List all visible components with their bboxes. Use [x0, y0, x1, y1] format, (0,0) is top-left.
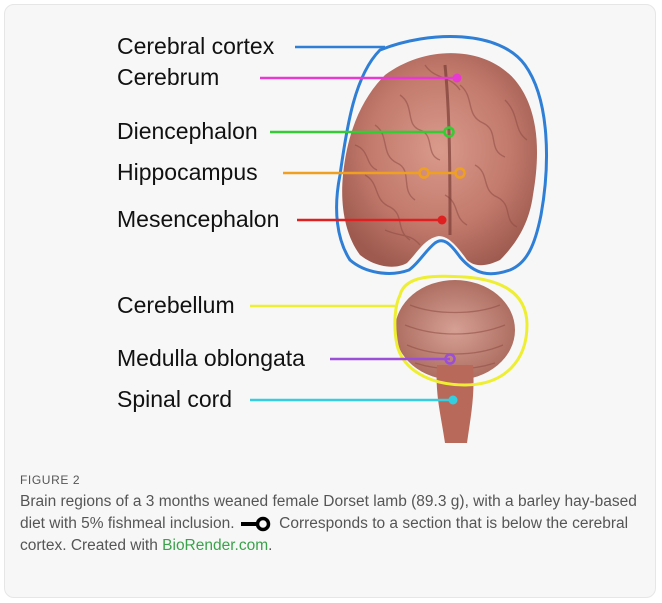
- caption-trailing: .: [268, 537, 272, 554]
- figure-caption: Brain regions of a 3 months weaned femal…: [20, 491, 640, 557]
- open-circle-key-icon: [241, 516, 271, 532]
- label-mesencephalon: Mesencephalon: [117, 208, 279, 231]
- spinal-cord-shape: [437, 365, 474, 443]
- label-hippocampus: Hippocampus: [117, 161, 258, 184]
- brain-figure: [5, 5, 655, 465]
- figure-card: Cerebral cortex Cerebrum Diencephalon Hi…: [4, 4, 656, 598]
- label-cerebellum: Cerebellum: [117, 294, 235, 317]
- label-medulla-oblongata: Medulla oblongata: [117, 347, 305, 370]
- label-cerebral-cortex: Cerebral cortex: [117, 35, 274, 58]
- figure-number: FIGURE 2: [20, 473, 80, 487]
- biorender-link[interactable]: BioRender.com: [162, 537, 268, 554]
- label-spinal-cord: Spinal cord: [117, 388, 232, 411]
- label-cerebrum: Cerebrum: [117, 66, 219, 89]
- label-diencephalon: Diencephalon: [117, 120, 258, 143]
